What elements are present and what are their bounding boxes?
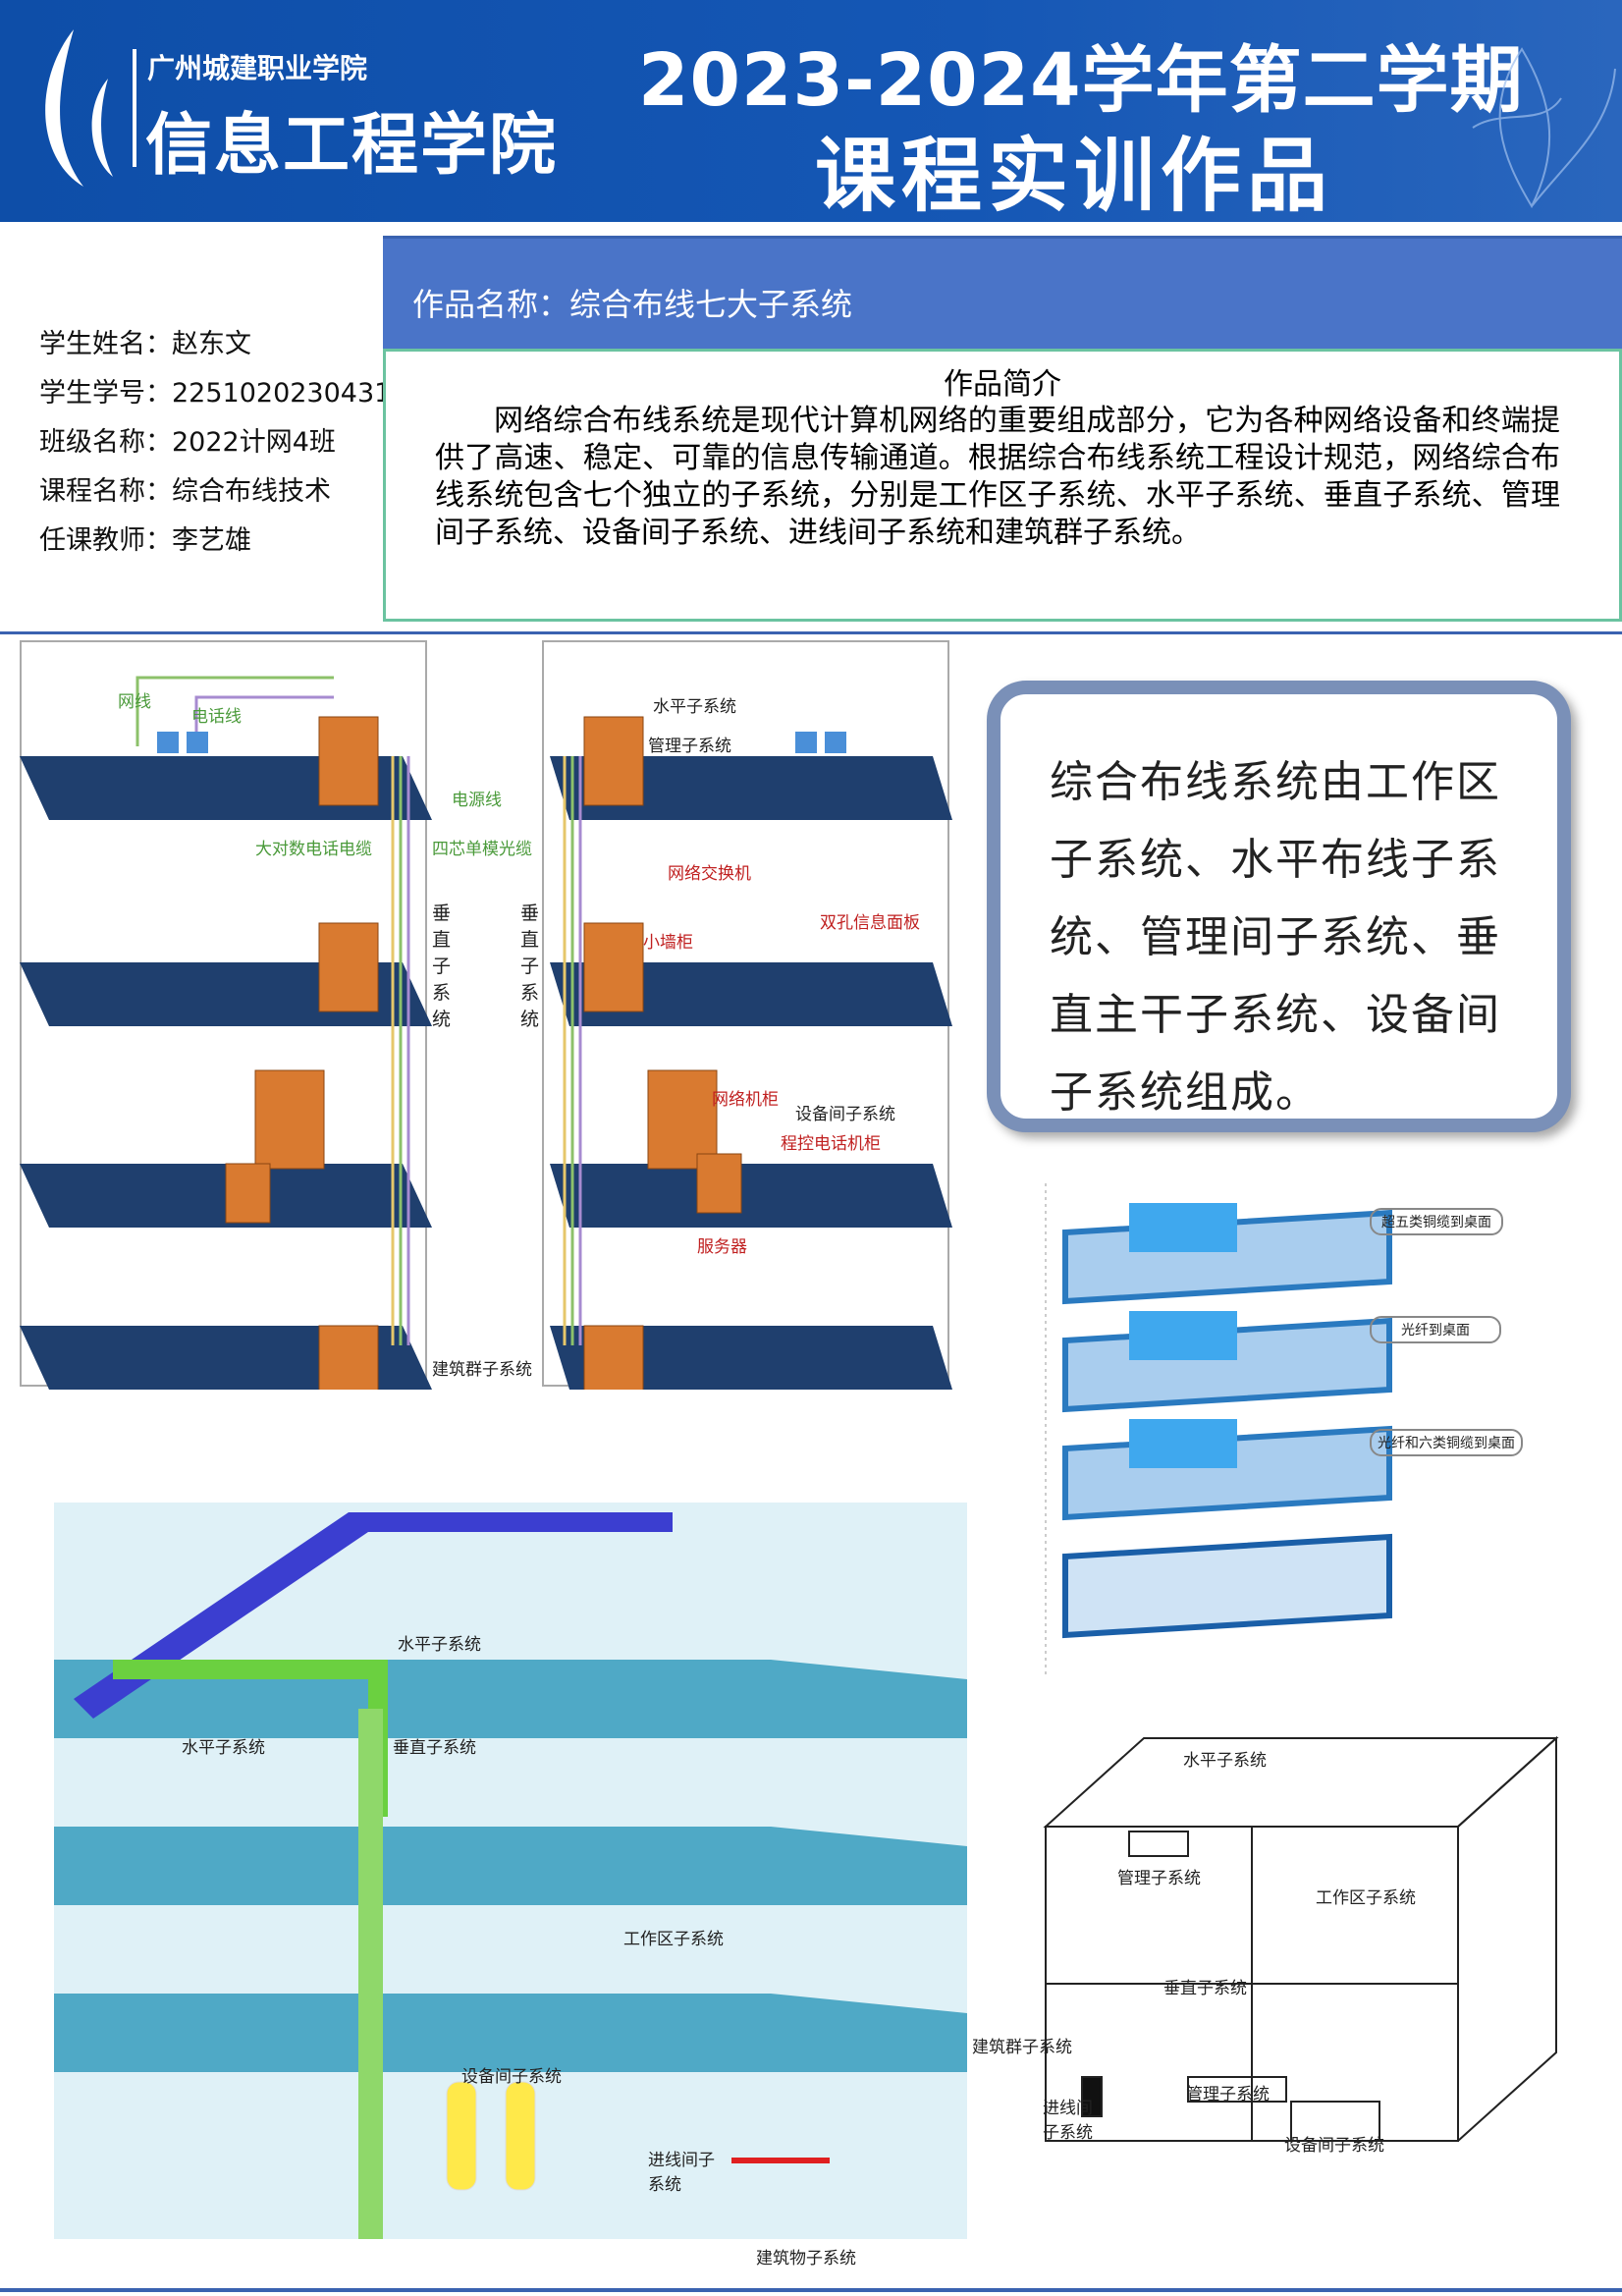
label-campus-subsystem: 建筑群子系统 [432, 1360, 532, 1380]
label-vertical-right: 垂直子系统 [520, 902, 540, 1030]
label-vertical-left: 垂直子系统 [432, 902, 452, 1030]
label-vertical: 垂直子系统 [393, 1738, 476, 1758]
label-pbx-cabinet: 程控电话机柜 [781, 1134, 881, 1154]
college-logo-icon [45, 29, 113, 187]
building-cabling-diagram: 网线 电话线 电源线 大对数电话电缆 四芯单模光缆 垂直子系统 垂直子系统 建筑… [20, 638, 952, 1390]
label-admin-bottom: 管理子系统 [1186, 2085, 1270, 2105]
section-divider [0, 631, 1622, 634]
label-wall-cabinet: 小墙柜 [643, 933, 693, 953]
label-entrance: 进线间子系统 [1043, 2099, 1093, 2143]
summary-callout: 综合布线系统由工作区子系统、水平布线子系统、管理间子系统、垂直主干子系统、设备间… [987, 681, 1571, 1132]
semester-title: 2023-2024学年第二学期 [638, 38, 1524, 123]
label-admin: 管理子系统 [648, 737, 731, 756]
label-horizontal-1: 水平子系统 [398, 1635, 481, 1655]
class-name: 班级名称：2022计网4班 [39, 427, 336, 458]
school-name: 广州城建职业学院 [147, 52, 368, 84]
3d-building-diagram: 水平子系统 水平子系统 垂直子系统 工作区子系统 设备间子系统 进线间子系统 建… [54, 1503, 967, 2269]
intro-text: 网络综合布线系统是现代计算机网络的重要组成部分，它为各种网络设备和终端提供了高速… [435, 404, 1560, 550]
label-equipment: 设备间子系统 [1284, 2136, 1384, 2156]
label-campus: 建筑群子系统 [972, 2038, 1072, 2057]
intro-box: 作品简介 网络综合布线系统是现代计算机网络的重要组成部分，它为各种网络设备和终端… [383, 349, 1622, 622]
label-horizontal-2: 水平子系统 [182, 1738, 265, 1758]
header-banner: 广州城建职业学院 信息工程学院 2023-2024学年第二学期 课程实训作品 [0, 0, 1622, 223]
work-name: 作品名称：综合布线七大子系统 [412, 286, 853, 323]
label-large-pair-cable: 大对数电话电缆 [255, 840, 372, 859]
label-horizontal: 水平子系统 [653, 697, 736, 717]
label-fiber-to-desk: 光纤到桌面 [1370, 1316, 1501, 1343]
label-network-cable: 网线 [118, 692, 151, 712]
lotus-decoration-icon [1472, 47, 1616, 209]
label-outlet-panel: 双孔信息面板 [820, 913, 920, 933]
label-cat5e-to-desk: 超五类铜缆到桌面 [1370, 1208, 1503, 1235]
summary-text: 综合布线系统由工作区子系统、水平布线子系统、管理间子系统、垂直主干子系统、设备间… [1050, 757, 1501, 1118]
fiber-to-desk-diagram: 超五类铜缆到桌面 光纤到桌面 光纤和六类铜缆到桌面 [987, 1154, 1615, 1679]
label-equipment-room: 设备间子系统 [795, 1105, 895, 1124]
label-network-cabinet: 网络机柜 [712, 1090, 779, 1110]
label-equipment-room: 设备间子系统 [461, 2067, 562, 2087]
works-title: 课程实训作品 [815, 130, 1334, 223]
label-switch: 网络交换机 [668, 864, 751, 884]
label-horizontal: 水平子系统 [1183, 1751, 1267, 1771]
course-name: 课程名称：综合布线技术 [39, 476, 331, 507]
department-name: 信息工程学院 [145, 107, 559, 185]
label-power-line: 电源线 [452, 791, 502, 810]
label-fiber-cat6-to-desk: 光纤和六类铜缆到桌面 [1370, 1429, 1523, 1456]
label-vertical: 垂直子系统 [1163, 1979, 1247, 1998]
teacher-name: 任课教师：李艺雄 [39, 525, 251, 556]
label-work-area: 工作区子系统 [623, 1930, 724, 1949]
intro-title: 作品简介 [944, 367, 1061, 402]
label-admin-top: 管理子系统 [1117, 1869, 1201, 1888]
logo-divider [133, 49, 136, 167]
student-id: 学生学号：2251020230431 [39, 378, 392, 409]
label-building-subsystem: 建筑物子系统 [756, 2249, 856, 2269]
line-drawing-diagram: 水平子系统 管理子系统 工作区子系统 垂直子系统 建筑群子系统 管理子系统 进线… [972, 1728, 1561, 2156]
label-entrance-room: 进线间子系统 [648, 2151, 715, 2195]
student-name: 学生姓名：赵东文 [39, 329, 251, 359]
label-fiber-cable: 四芯单模光缆 [432, 840, 532, 859]
label-phone-line: 电话线 [191, 707, 242, 727]
label-work-area: 工作区子系统 [1316, 1888, 1416, 1908]
footer-divider [0, 2288, 1622, 2292]
work-name-box: 作品名称：综合布线七大子系统 [383, 236, 1622, 349]
label-server: 服务器 [697, 1237, 747, 1257]
